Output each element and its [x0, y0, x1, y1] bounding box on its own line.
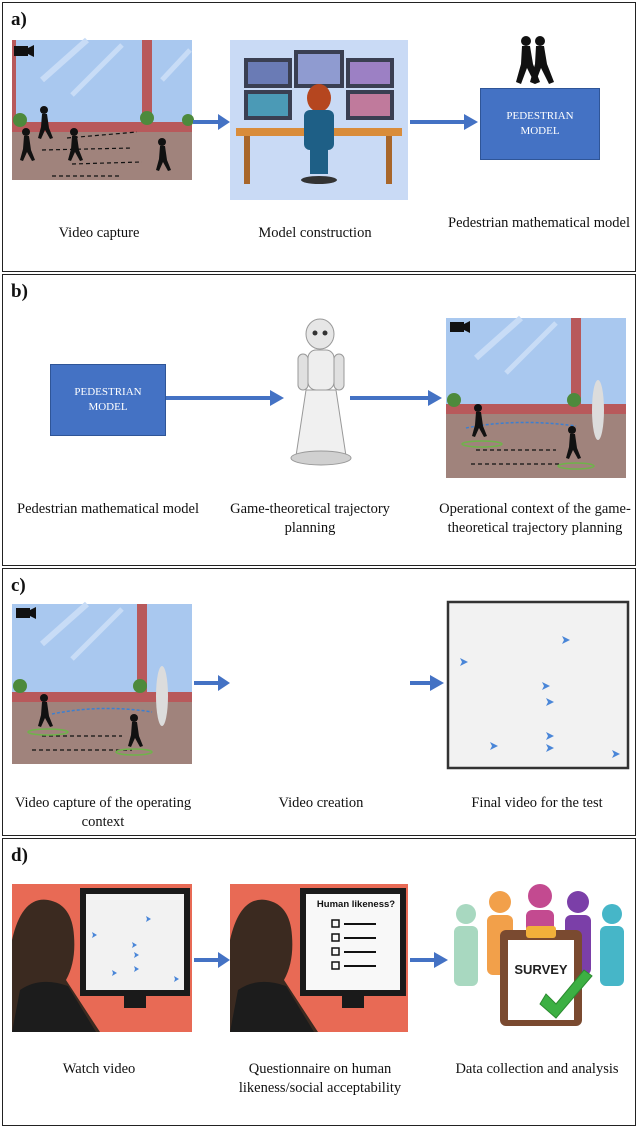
caption-a-2: Model construction — [258, 225, 372, 241]
caption-b-3: Operational context of the game-theoreti… — [439, 501, 631, 536]
caption-b-2: Game-theoretical trajectory planning — [230, 501, 390, 536]
questionnaire-title: Human likeness? — [316, 899, 396, 910]
pedestrian-model-box-a: PEDESTRIAN MODEL — [480, 88, 600, 160]
pedestrian-model-line1-a: PEDESTRIAN — [506, 110, 574, 122]
caption-c-2: Video creation — [278, 795, 364, 811]
caption-c-3: Final video for the test — [471, 795, 603, 811]
panel-label-a: a) — [11, 9, 27, 30]
panel-label-d: d) — [11, 845, 28, 866]
caption-d-1: Watch video — [62, 1061, 136, 1077]
caption-d-3: Data collection and analysis — [455, 1061, 619, 1077]
panel-label-c: c) — [11, 575, 26, 596]
pedestrian-model-line2-b: MODEL — [88, 401, 128, 413]
caption-a-3: Pedestrian mathematical model — [448, 215, 630, 231]
pedestrian-model-line1-b: PEDESTRIAN — [74, 386, 142, 398]
pedestrian-model-line2-a: MODEL — [520, 125, 560, 137]
caption-d-2: Questionnaire on human likeness/social a… — [238, 1061, 402, 1096]
pedestrian-model-box-b: PEDESTRIAN MODEL — [50, 364, 166, 436]
survey-label: SURVEY — [514, 962, 568, 977]
caption-a-1: Video capture — [58, 225, 140, 241]
caption-c-1: Video capture of the operating context — [14, 795, 192, 830]
caption-b-1: Pedestrian mathematical model — [17, 501, 199, 517]
panel-label-b: b) — [11, 281, 28, 302]
